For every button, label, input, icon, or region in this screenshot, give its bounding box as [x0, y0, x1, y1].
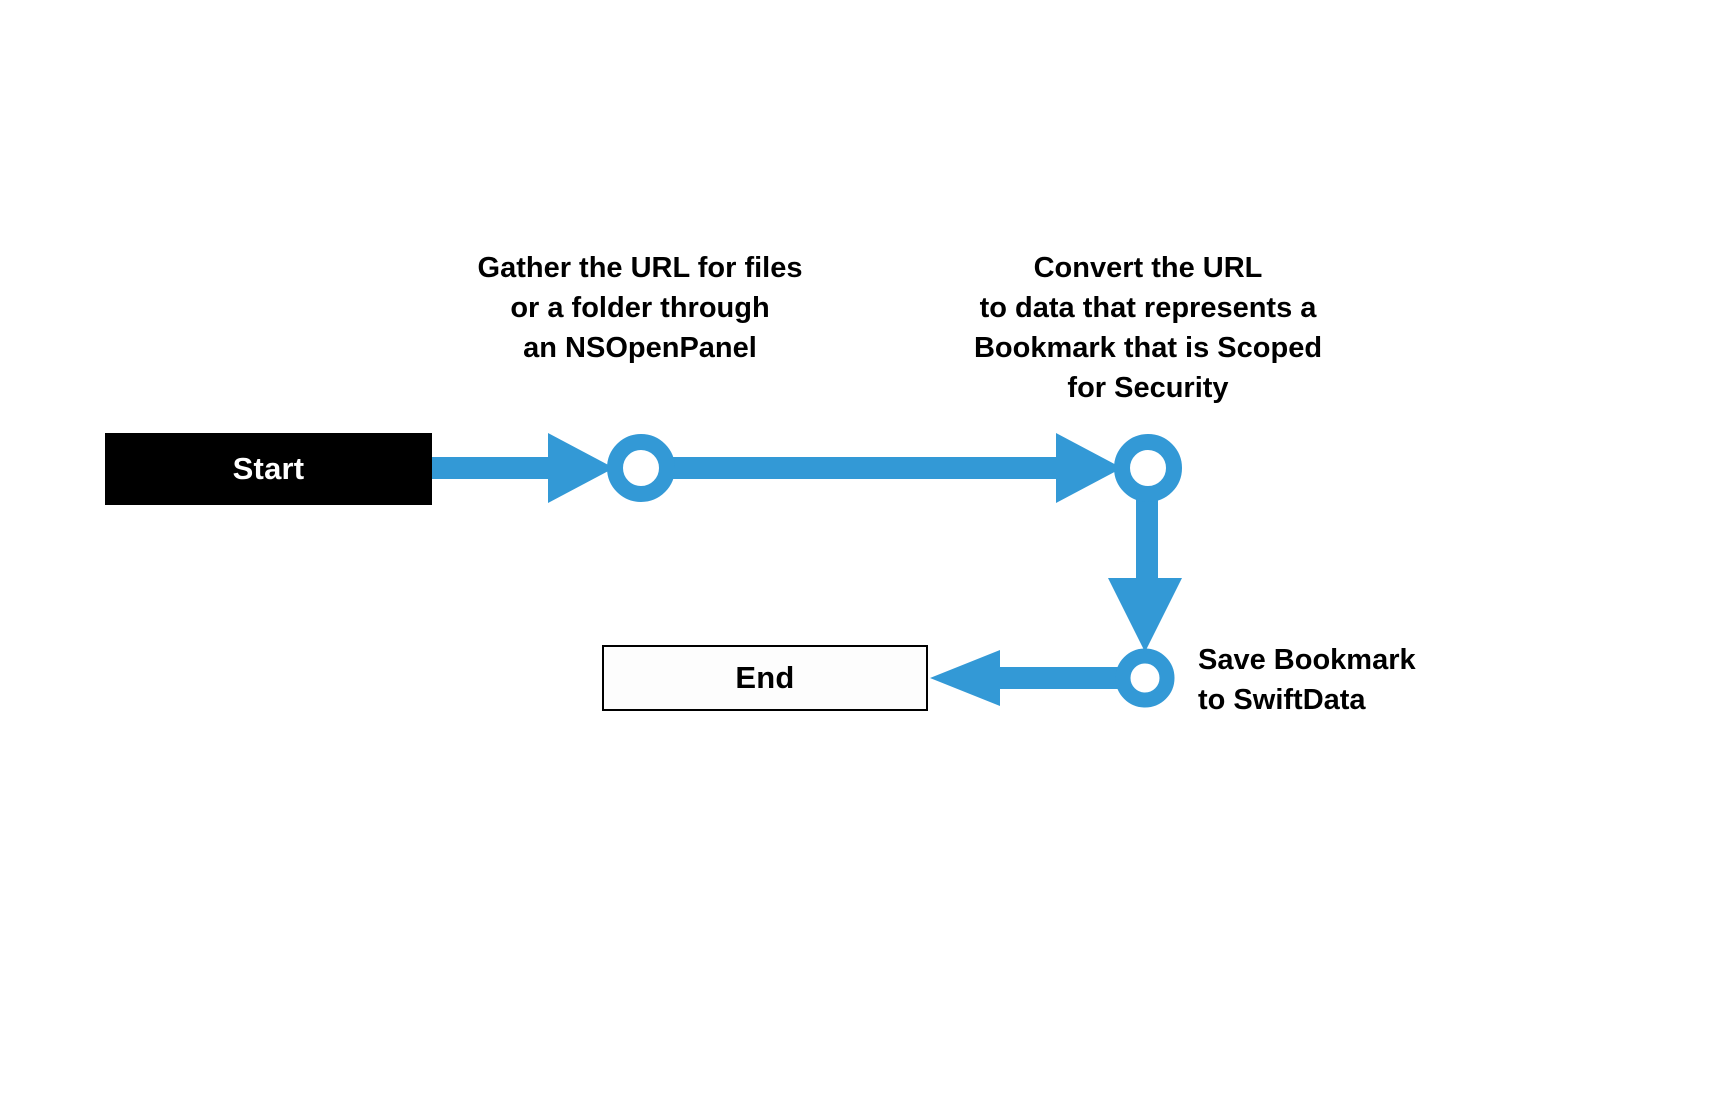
annotation-convert-url: Convert the URL to data that represents … [973, 252, 1323, 404]
node-end[interactable]: End [602, 645, 928, 711]
annotation-gather-url: Gather the URL for files or a folder thr… [477, 252, 803, 364]
edge-node1-to-node2 [668, 433, 1122, 503]
node-start[interactable]: Start [105, 433, 432, 505]
annotation-save-bookmark: Save Bookmark to SwiftData [1198, 644, 1416, 716]
node-start-label: Start [232, 451, 305, 486]
node-circle-2[interactable] [1114, 434, 1182, 502]
edge-node3-to-end [930, 650, 1123, 706]
edge-start-to-node1 [432, 433, 614, 503]
edge-node2-to-node3 [1108, 495, 1182, 652]
node-end-label: End [735, 660, 795, 695]
node-circle-3[interactable] [1115, 648, 1175, 708]
node-circle-1[interactable] [607, 434, 675, 502]
